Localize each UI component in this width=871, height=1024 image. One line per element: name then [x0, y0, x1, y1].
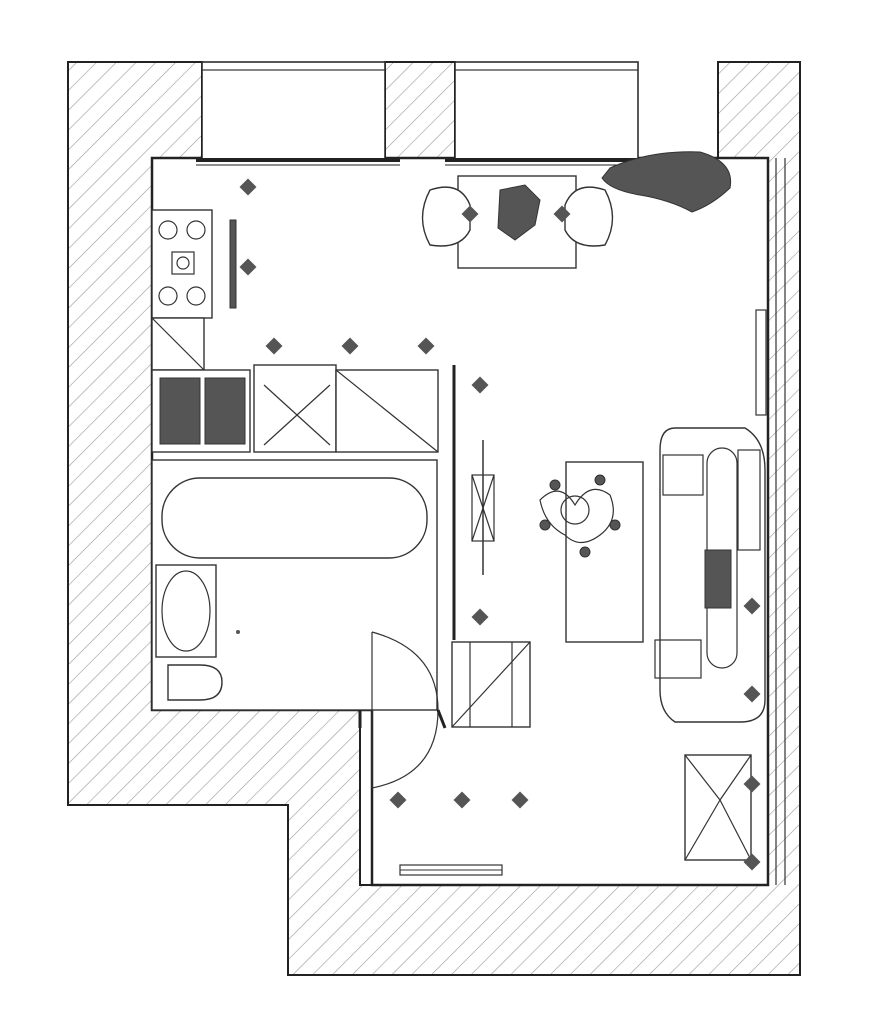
coffee-table[interactable] — [565, 461, 644, 643]
ceiling-light-icon — [511, 791, 529, 809]
ceiling-light-icon — [743, 685, 761, 703]
ceiling-light-icon — [453, 791, 471, 809]
window-top-right[interactable] — [445, 61, 640, 166]
bathroom — [151, 459, 447, 789]
window-bottom[interactable] — [399, 864, 503, 876]
dining-area — [421, 151, 732, 269]
plant-icon — [497, 184, 541, 241]
window-top-left[interactable] — [196, 61, 400, 166]
chair-icon[interactable] — [564, 186, 614, 247]
living-area — [539, 427, 766, 861]
chandelier-icon — [539, 474, 621, 558]
window-right[interactable] — [755, 158, 786, 885]
sink-icon-bath[interactable] — [155, 564, 217, 658]
ceiling-light-icon — [471, 608, 489, 626]
bathtub-icon[interactable] — [161, 477, 428, 559]
sofa-icon[interactable] — [654, 427, 766, 723]
stove-icon[interactable] — [151, 209, 213, 319]
divider-wall — [451, 365, 531, 728]
toilet-icon[interactable] — [167, 664, 223, 701]
ceiling-light-icon — [553, 205, 571, 223]
range-hood — [229, 219, 237, 309]
ceiling-light-icon — [743, 597, 761, 615]
ceiling-light-icon — [743, 775, 761, 793]
ceiling-light-icon — [743, 853, 761, 871]
armchair-icon[interactable] — [684, 754, 752, 861]
kitchen — [151, 209, 439, 453]
ceiling-light-icon — [389, 791, 407, 809]
chair-icon[interactable] — [421, 186, 471, 247]
plant-icon — [601, 151, 732, 213]
